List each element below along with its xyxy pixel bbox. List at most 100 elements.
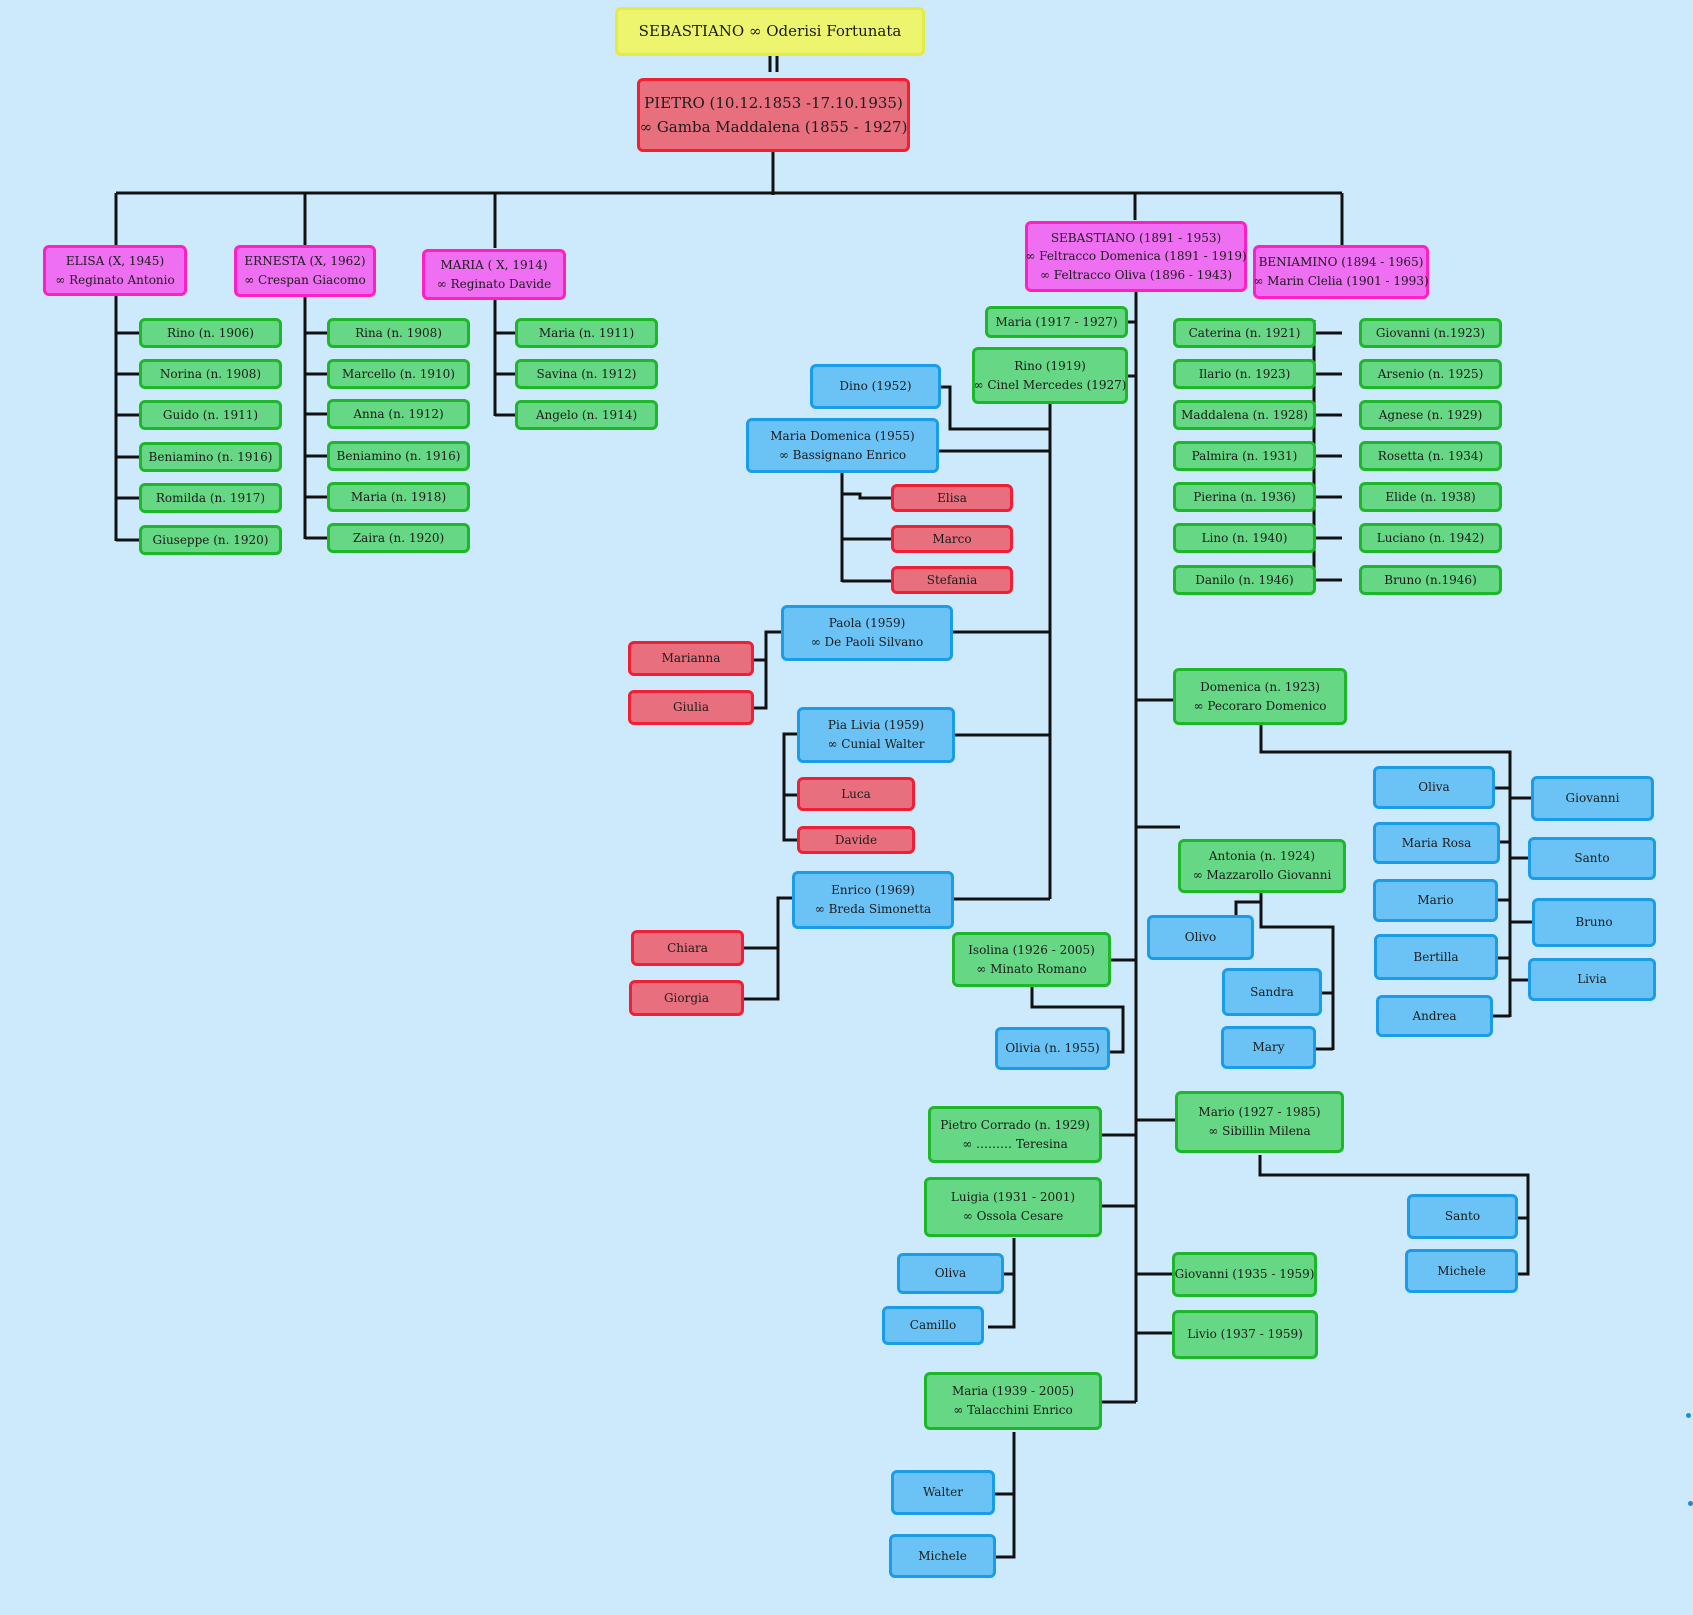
node-line: SEBASTIANO ∞ Oderisi Fortunata bbox=[638, 21, 902, 40]
node-line: Sandra bbox=[1250, 984, 1294, 999]
node-line: Giovanni bbox=[1565, 791, 1620, 806]
node-line: Palmira (n. 1931) bbox=[1191, 448, 1298, 463]
person-node: Sandra bbox=[1222, 968, 1322, 1016]
node-line: Guido (n. 1911) bbox=[162, 407, 259, 422]
person-node: Maddalena (n. 1928) bbox=[1173, 400, 1316, 430]
person-node: Pierina (n. 1936) bbox=[1173, 482, 1316, 512]
node-line: Pierina (n. 1936) bbox=[1193, 489, 1296, 504]
node-line: ∞ Reginato Antonio bbox=[55, 272, 175, 287]
node-line: Giovanni (n.1923) bbox=[1375, 325, 1486, 340]
node-line: Giuseppe (n. 1920) bbox=[152, 532, 269, 547]
node-line: Andrea bbox=[1412, 1008, 1457, 1023]
node-line: Davide bbox=[834, 832, 878, 847]
node-line: Luca bbox=[841, 786, 871, 801]
node-line: Stefania bbox=[926, 572, 978, 587]
node-line: Maria Rosa bbox=[1401, 835, 1472, 850]
node-line: ∞ Cunial Walter bbox=[827, 737, 925, 751]
person-node: Zaira (n. 1920) bbox=[327, 523, 470, 553]
node-line: Caterina (n. 1921) bbox=[1188, 325, 1301, 340]
person-node: Isolina (1926 - 2005) ∞ Minato Romano bbox=[952, 932, 1111, 987]
person-node: Rosetta (n. 1934) bbox=[1359, 441, 1502, 471]
person-node: Maria Rosa bbox=[1373, 822, 1500, 864]
node-line: Marco bbox=[932, 531, 972, 546]
edge-dot bbox=[1688, 1501, 1693, 1506]
person-node: Stefania bbox=[891, 566, 1013, 594]
person-node: Mario bbox=[1373, 879, 1498, 922]
person-node: Savina (n. 1912) bbox=[515, 359, 658, 389]
person-node: Danilo (n. 1946) bbox=[1173, 565, 1316, 595]
node-line: Oliva bbox=[1418, 780, 1450, 795]
node-line: Elide (n. 1938) bbox=[1385, 489, 1476, 504]
node-line: ∞ Crespan Giacomo bbox=[244, 273, 366, 287]
person-node: Arsenio (n. 1925) bbox=[1359, 359, 1502, 389]
person-node: Marcello (n. 1910) bbox=[327, 359, 470, 389]
node-line: ∞ Ossola Cesare bbox=[962, 1209, 1064, 1223]
person-node: Palmira (n. 1931) bbox=[1173, 441, 1316, 471]
person-node: Andrea bbox=[1376, 995, 1493, 1037]
node-line: Enrico (1969) bbox=[831, 883, 915, 898]
maria-x-node: MARIA ( X, 1914) ∞ Reginato Davide bbox=[422, 249, 566, 300]
node-line: Maria (n. 1911) bbox=[538, 325, 635, 340]
edge-dot bbox=[1686, 1413, 1691, 1418]
person-node: Luciano (n. 1942) bbox=[1359, 523, 1502, 553]
person-node: Elide (n. 1938) bbox=[1359, 482, 1502, 512]
node-line: Agnese (n. 1929) bbox=[1378, 407, 1483, 422]
person-node: Agnese (n. 1929) bbox=[1359, 400, 1502, 430]
node-line: Michele bbox=[918, 1548, 967, 1563]
person-node: Giuseppe (n. 1920) bbox=[139, 525, 282, 555]
person-node: Caterina (n. 1921) bbox=[1173, 318, 1316, 348]
person-node: Giovanni bbox=[1531, 776, 1654, 821]
node-line: Ilario (n. 1923) bbox=[1198, 366, 1291, 381]
node-line: ∞ Reginato Davide bbox=[436, 276, 552, 291]
node-line: Beniamino (n. 1916) bbox=[148, 449, 273, 464]
node-line: Maria (1939 - 2005) bbox=[951, 1384, 1075, 1399]
person-node: Livia bbox=[1528, 958, 1656, 1001]
person-node: Giovanni (1935 - 1959) bbox=[1172, 1252, 1317, 1297]
person-node: Luigia (1931 - 2001) ∞ Ossola Cesare bbox=[924, 1177, 1102, 1237]
node-line: Zaira (n. 1920) bbox=[352, 530, 445, 545]
node-line: Pietro Corrado (n. 1929) bbox=[940, 1117, 1090, 1132]
node-line: Mary bbox=[1252, 1040, 1285, 1055]
person-node: Walter bbox=[891, 1470, 995, 1515]
pietro-node: PIETRO (10.12.1853 -17.10.1935) ∞ Gamba … bbox=[637, 78, 910, 152]
person-node: Angelo (n. 1914) bbox=[515, 400, 658, 430]
person-node: Livio (1937 - 1959) bbox=[1172, 1310, 1318, 1359]
person-node: Norina (n. 1908) bbox=[139, 359, 282, 389]
node-line: Bruno (n.1946) bbox=[1384, 572, 1477, 587]
person-node: Rino (n. 1906) bbox=[139, 318, 282, 348]
node-line: Bruno bbox=[1575, 915, 1613, 930]
person-node: Dino (1952) bbox=[810, 364, 941, 409]
node-line: Domenica (n. 1923) bbox=[1200, 679, 1320, 694]
node-line: Maddalena (n. 1928) bbox=[1181, 407, 1308, 422]
node-line: ∞ Talacchini Enrico bbox=[953, 1403, 1073, 1417]
node-line: Norina (n. 1908) bbox=[159, 366, 262, 381]
person-node: Romilda (n. 1917) bbox=[139, 483, 282, 513]
person-node: Elisa bbox=[891, 484, 1013, 512]
node-line: ∞ Gamba Maddalena (1855 - 1927) bbox=[639, 118, 908, 136]
node-line: Maria Domenica (1955) bbox=[770, 428, 915, 443]
node-line: ∞ Breda Simonetta bbox=[814, 902, 932, 916]
person-node: Camillo bbox=[882, 1306, 984, 1345]
beniamino-node: BENIAMINO (1894 - 1965) ∞ Marin Clelia (… bbox=[1253, 245, 1429, 299]
node-line: Rino (n. 1906) bbox=[167, 325, 254, 340]
node-line: Isolina (1926 - 2005) bbox=[968, 942, 1095, 957]
person-node: Chiara bbox=[631, 930, 744, 966]
person-node: Davide bbox=[797, 826, 915, 854]
ernesta-node: ERNESTA (X, 1962) ∞ Crespan Giacomo bbox=[234, 245, 376, 297]
node-line: ∞ Feltracco Domenica (1891 - 1919) bbox=[1025, 249, 1247, 264]
node-line: Giovanni (1935 - 1959) bbox=[1174, 1267, 1315, 1282]
person-node: Mario (1927 - 1985) ∞ Sibillin Milena bbox=[1175, 1091, 1344, 1153]
person-node: Mary bbox=[1221, 1026, 1316, 1069]
sebastiano-1891-node: SEBASTIANO (1891 - 1953) ∞ Feltracco Dom… bbox=[1025, 221, 1247, 292]
node-line: Livio (1937 - 1959) bbox=[1187, 1327, 1303, 1342]
person-node: Olivia (n. 1955) bbox=[995, 1027, 1110, 1070]
node-line: ∞ Pecoraro Domenico bbox=[1193, 698, 1327, 713]
person-node: Giovanni (n.1923) bbox=[1359, 318, 1502, 348]
node-line: SEBASTIANO (1891 - 1953) bbox=[1050, 230, 1222, 245]
node-line: ∞ ……… Teresina bbox=[962, 1136, 1068, 1151]
person-node: Ilario (n. 1923) bbox=[1173, 359, 1316, 389]
node-line: ELISA (X, 1945) bbox=[65, 253, 165, 268]
node-line: ∞ Marin Clelia (1901 - 1993) bbox=[1253, 274, 1429, 288]
root-couple-node: SEBASTIANO ∞ Oderisi Fortunata bbox=[615, 7, 925, 56]
